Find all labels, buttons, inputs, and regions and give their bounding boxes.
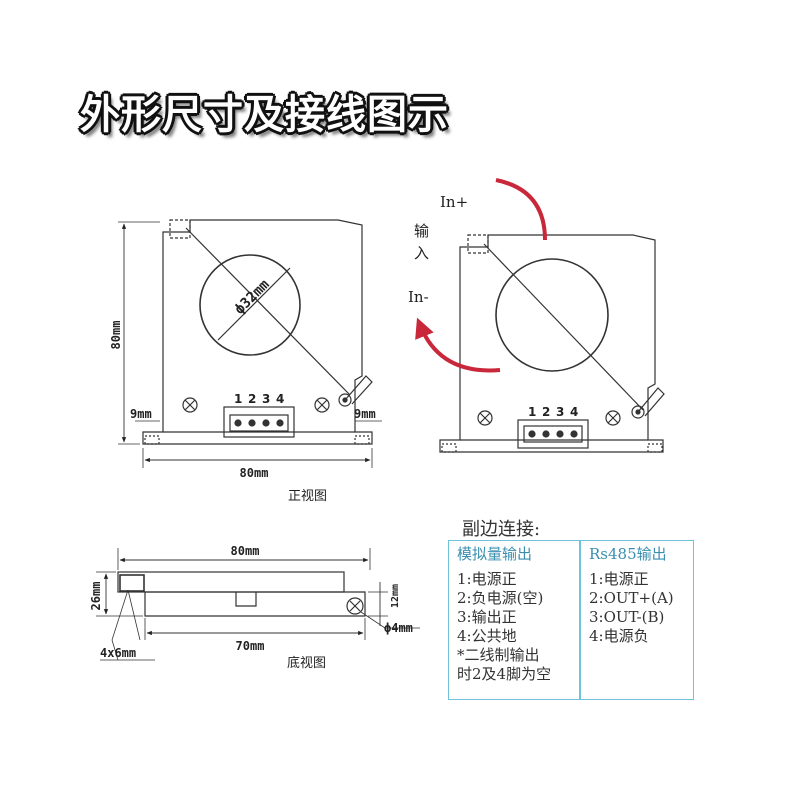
bottom-view bbox=[96, 548, 420, 661]
front-diameter-label: ϕ32mm bbox=[232, 277, 273, 318]
front-latch-pivot bbox=[338, 393, 352, 407]
front-screw-right bbox=[314, 397, 330, 413]
front-body-outline bbox=[142, 219, 373, 445]
rs485-line: 2:OUT+(A) bbox=[589, 589, 674, 607]
connections-title: 副边连接: bbox=[462, 519, 541, 540]
bottom-lower-plate bbox=[144, 591, 366, 617]
analog-line: 1:电源正 bbox=[457, 570, 517, 588]
front-top-tab bbox=[169, 219, 191, 239]
front-pin-4: 4 bbox=[276, 392, 284, 406]
front-left-foot-label: 9mm bbox=[130, 407, 152, 421]
wiring-core-circle bbox=[495, 258, 609, 372]
front-terminal-block bbox=[223, 406, 295, 438]
bottom-right-height-label: 12mm bbox=[390, 584, 401, 608]
front-right-foot-label: 9mm bbox=[354, 407, 376, 421]
in-plus-label: In+ bbox=[440, 193, 468, 211]
rs485-output-header: Rs485输出 bbox=[589, 545, 667, 563]
wiring-pin-3: 3 bbox=[556, 405, 564, 419]
rs485-line: 1:电源正 bbox=[589, 570, 649, 588]
wiring-view bbox=[439, 234, 665, 453]
front-pin-3: 3 bbox=[262, 392, 270, 406]
wiring-screw-right bbox=[605, 410, 621, 426]
front-pin-2: 2 bbox=[248, 392, 256, 406]
front-view bbox=[118, 219, 382, 468]
wiring-pin-2: 2 bbox=[542, 405, 550, 419]
wiring-terminal-block bbox=[517, 419, 589, 449]
bottom-view-caption: 底视图 bbox=[287, 655, 326, 671]
front-view-caption: 正视图 bbox=[288, 489, 327, 504]
front-latch bbox=[344, 375, 373, 405]
analog-output-box: 模拟量输出 1:电源正 2:负电源(空) 3:输出正 4:公共地 *二线制输出 … bbox=[448, 540, 580, 700]
analog-line: 2:负电源(空) bbox=[457, 589, 544, 607]
front-core-circle bbox=[199, 254, 301, 356]
bottom-depth-label: 26mm bbox=[89, 582, 103, 611]
front-pin-1: 1 bbox=[234, 392, 242, 406]
in-minus-label: In- bbox=[408, 288, 429, 306]
wiring-pin-1: 1 bbox=[528, 405, 536, 419]
front-height-label: 80mm bbox=[109, 321, 123, 350]
analog-note: *二线制输出 bbox=[457, 646, 540, 664]
bottom-top-width-label: 80mm bbox=[231, 544, 260, 558]
page-title: 外形尺寸及接线图示 bbox=[80, 92, 449, 138]
rs485-output-box: Rs485输出 1:电源正 2:OUT+(A) 3:OUT-(B) 4:电源负 bbox=[580, 540, 694, 700]
bottom-slot bbox=[119, 574, 145, 592]
bottom-hole bbox=[346, 597, 364, 615]
front-width-label: 80mm bbox=[240, 466, 269, 480]
analog-note: 时2及4脚为空 bbox=[457, 665, 552, 683]
rs485-line: 3:OUT-(B) bbox=[589, 608, 665, 626]
current-arrow-top bbox=[495, 178, 547, 241]
wiring-pin-4: 4 bbox=[570, 405, 578, 419]
input-label-2: 入 bbox=[414, 244, 429, 262]
bottom-bottom-width-label: 70mm bbox=[236, 639, 265, 653]
analog-line: 4:公共地 bbox=[457, 627, 517, 645]
wiring-body-outline bbox=[439, 234, 664, 453]
analog-output-header: 模拟量输出 bbox=[457, 545, 533, 563]
bottom-slot-label: 4x6mm bbox=[100, 646, 136, 660]
rs485-line: 4:电源负 bbox=[589, 627, 649, 645]
bottom-top-plate bbox=[117, 571, 345, 593]
input-label-1: 输 bbox=[414, 222, 429, 240]
wiring-screw-left bbox=[477, 410, 493, 426]
current-arrow-bottom bbox=[415, 317, 501, 373]
front-screw-left bbox=[182, 397, 198, 413]
bottom-hole-label: ϕ4mm bbox=[384, 621, 413, 635]
analog-line: 3:输出正 bbox=[457, 608, 517, 626]
